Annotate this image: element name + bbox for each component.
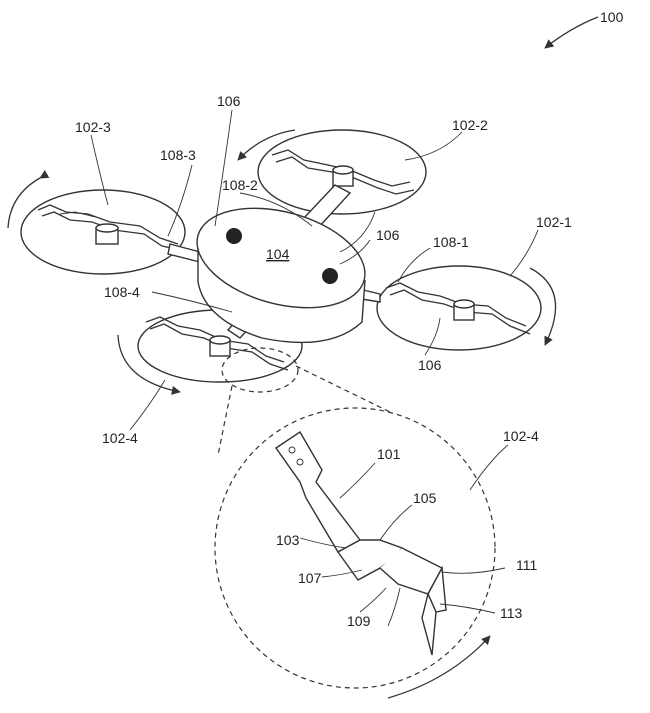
rotor-102-3 (20, 189, 186, 275)
rotor-102-1 (376, 265, 542, 351)
svg-text:113: 113 (500, 605, 523, 621)
svg-text:103: 103 (276, 532, 300, 548)
reference-100: 100 (544, 9, 624, 49)
blade-detail (275, 431, 447, 656)
rotor-102-2 (257, 129, 427, 215)
svg-text:100: 100 (600, 9, 624, 25)
reference-labels: 102-3 108-3 106 108-2 102-2 106 108-1 10… (75, 93, 572, 629)
svg-text:105: 105 (413, 490, 437, 506)
svg-text:108-1: 108-1 (433, 234, 469, 250)
sensor-dot (322, 268, 338, 284)
svg-text:109: 109 (347, 613, 371, 629)
svg-text:101: 101 (377, 446, 401, 462)
sensor-dot (226, 228, 242, 244)
svg-text:108-3: 108-3 (160, 147, 196, 163)
svg-text:108-4: 108-4 (104, 284, 140, 300)
svg-text:107: 107 (298, 570, 322, 586)
svg-text:102-4: 102-4 (102, 430, 138, 446)
svg-text:102-2: 102-2 (452, 117, 488, 133)
svg-text:102-1: 102-1 (536, 214, 572, 230)
svg-text:106: 106 (217, 93, 241, 109)
frame-104: 104 (196, 207, 366, 344)
svg-text:104: 104 (266, 246, 290, 262)
svg-text:106: 106 (376, 227, 400, 243)
svg-text:102-3: 102-3 (75, 119, 111, 135)
svg-text:102-4: 102-4 (503, 428, 539, 444)
leader-lines (90, 109, 539, 614)
svg-text:111: 111 (516, 557, 537, 573)
detail-view-102-4 (214, 347, 496, 689)
svg-text:106: 106 (418, 357, 442, 373)
svg-text:108-2: 108-2 (222, 177, 258, 193)
